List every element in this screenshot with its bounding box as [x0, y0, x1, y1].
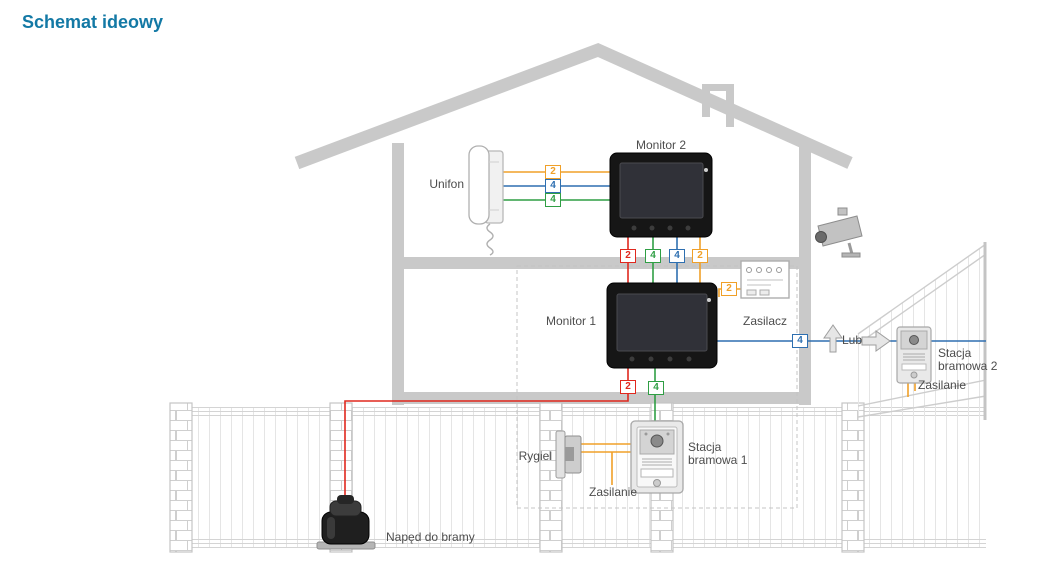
roof	[294, 42, 853, 170]
label-unifon: Unifon	[429, 177, 464, 191]
label-rygiel: Rygiel	[518, 449, 552, 463]
wire-tag: 4	[545, 179, 561, 193]
arrow-up-to-camera-icon	[823, 324, 843, 353]
wire-tag: 4	[545, 193, 561, 207]
label-zasilanie-stacja-2: Zasilanie	[918, 378, 967, 392]
wire-tag: 2	[692, 249, 708, 263]
floor-divider	[404, 257, 799, 269]
wire-tag: 2	[620, 380, 636, 394]
wire-tag: 2	[545, 165, 561, 179]
lub-arrows	[823, 324, 891, 353]
wire-tag: 2	[721, 282, 737, 296]
label-lub: Lub	[841, 333, 863, 347]
right-wall	[799, 143, 811, 405]
label-stacja-bramowa-2: Stacja bramowa 2	[938, 346, 998, 373]
house-structure	[294, 42, 853, 405]
wire-tag: 4	[669, 249, 685, 263]
left-wall	[392, 143, 404, 405]
gate-drive-graphic	[316, 495, 376, 550]
label-zasilacz: Zasilacz	[742, 314, 787, 328]
chimney	[702, 84, 734, 91]
stacja-bramowa-1-graphic	[630, 420, 684, 494]
zasilacz-graphic	[740, 260, 790, 299]
rygiel-graphic	[555, 430, 582, 479]
label-monitor-2: Monitor 2	[635, 138, 687, 152]
ground-floor	[392, 392, 811, 404]
label-stacja-bramowa-1: Stacja bramowa 1	[688, 440, 748, 467]
dashed-boundary	[516, 265, 798, 509]
label-naped-do-bramy: Napęd do bramy	[386, 530, 475, 544]
arrow-right-to-station-icon	[861, 330, 891, 352]
chimney-left	[702, 91, 710, 117]
unifon-graphic	[468, 145, 504, 256]
wire-tag: 4	[645, 249, 661, 263]
stacja-bramowa-2-graphic	[896, 326, 932, 384]
chimney-right	[726, 91, 734, 127]
fence	[169, 402, 986, 553]
wire-rygiel-orange	[577, 443, 632, 485]
page-title: Schemat ideowy	[22, 12, 164, 32]
wire-tag: 2	[620, 249, 636, 263]
label-zasilanie-stacja-1: Zasilanie	[588, 485, 638, 499]
wire-tag: 4	[648, 381, 664, 395]
wire-tag: 4	[792, 334, 808, 348]
monitor-1-graphic	[606, 282, 718, 369]
label-monitor-1: Monitor 1	[545, 314, 596, 328]
monitor-2-graphic	[609, 152, 713, 238]
camera-icon	[815, 207, 863, 258]
handset-cord	[486, 223, 494, 256]
